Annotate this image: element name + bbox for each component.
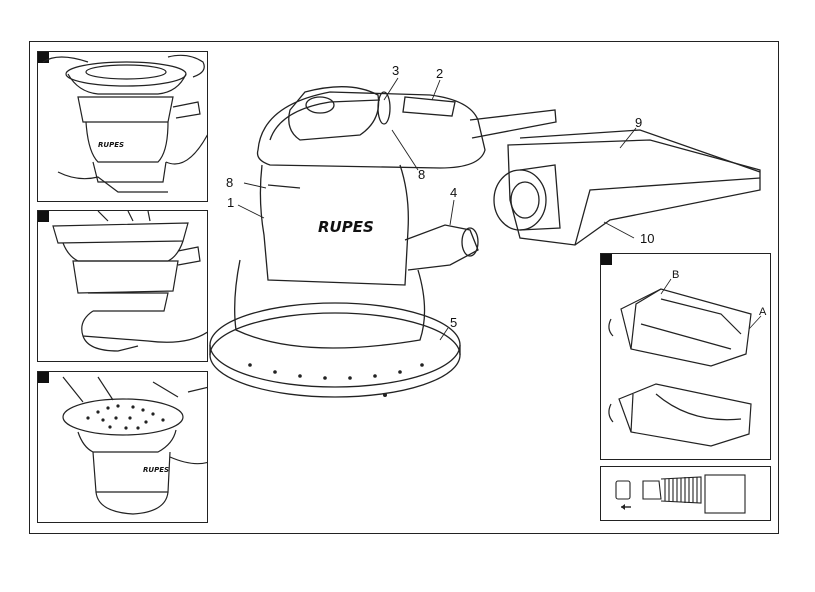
callout-5: 5 <box>450 316 457 329</box>
main-brand-logo: RUPES <box>318 218 374 236</box>
callout-10: 10 <box>640 232 654 245</box>
figure-panel-1: RUPES <box>37 51 208 202</box>
callout-3: 3 <box>392 64 399 77</box>
panel-3-illustration: RUPES <box>38 372 208 523</box>
figure-panel-2 <box>37 210 208 362</box>
panel-1-brand-text: RUPES <box>98 141 124 149</box>
callout-2: 2 <box>436 67 443 80</box>
detail-letter-b: B <box>672 270 679 281</box>
callout-9: 9 <box>635 116 642 129</box>
panel-2-illustration <box>38 211 208 362</box>
detail-panel-bag: B A <box>600 253 771 460</box>
detail-panel-hose <box>600 466 771 521</box>
panel-3-brand-text: RUPES <box>143 466 169 474</box>
callout-8-body: 8 <box>418 168 425 181</box>
detail-letter-a: A <box>759 307 766 318</box>
figure-panel-3: RUPES <box>37 371 208 523</box>
callout-8-vents: 8 <box>226 176 233 189</box>
panel-1-illustration: RUPES <box>38 52 208 202</box>
callout-1: 1 <box>227 196 234 209</box>
detail-bag-illustration <box>601 254 771 460</box>
callout-4: 4 <box>450 186 457 199</box>
detail-hose-illustration <box>601 467 771 521</box>
